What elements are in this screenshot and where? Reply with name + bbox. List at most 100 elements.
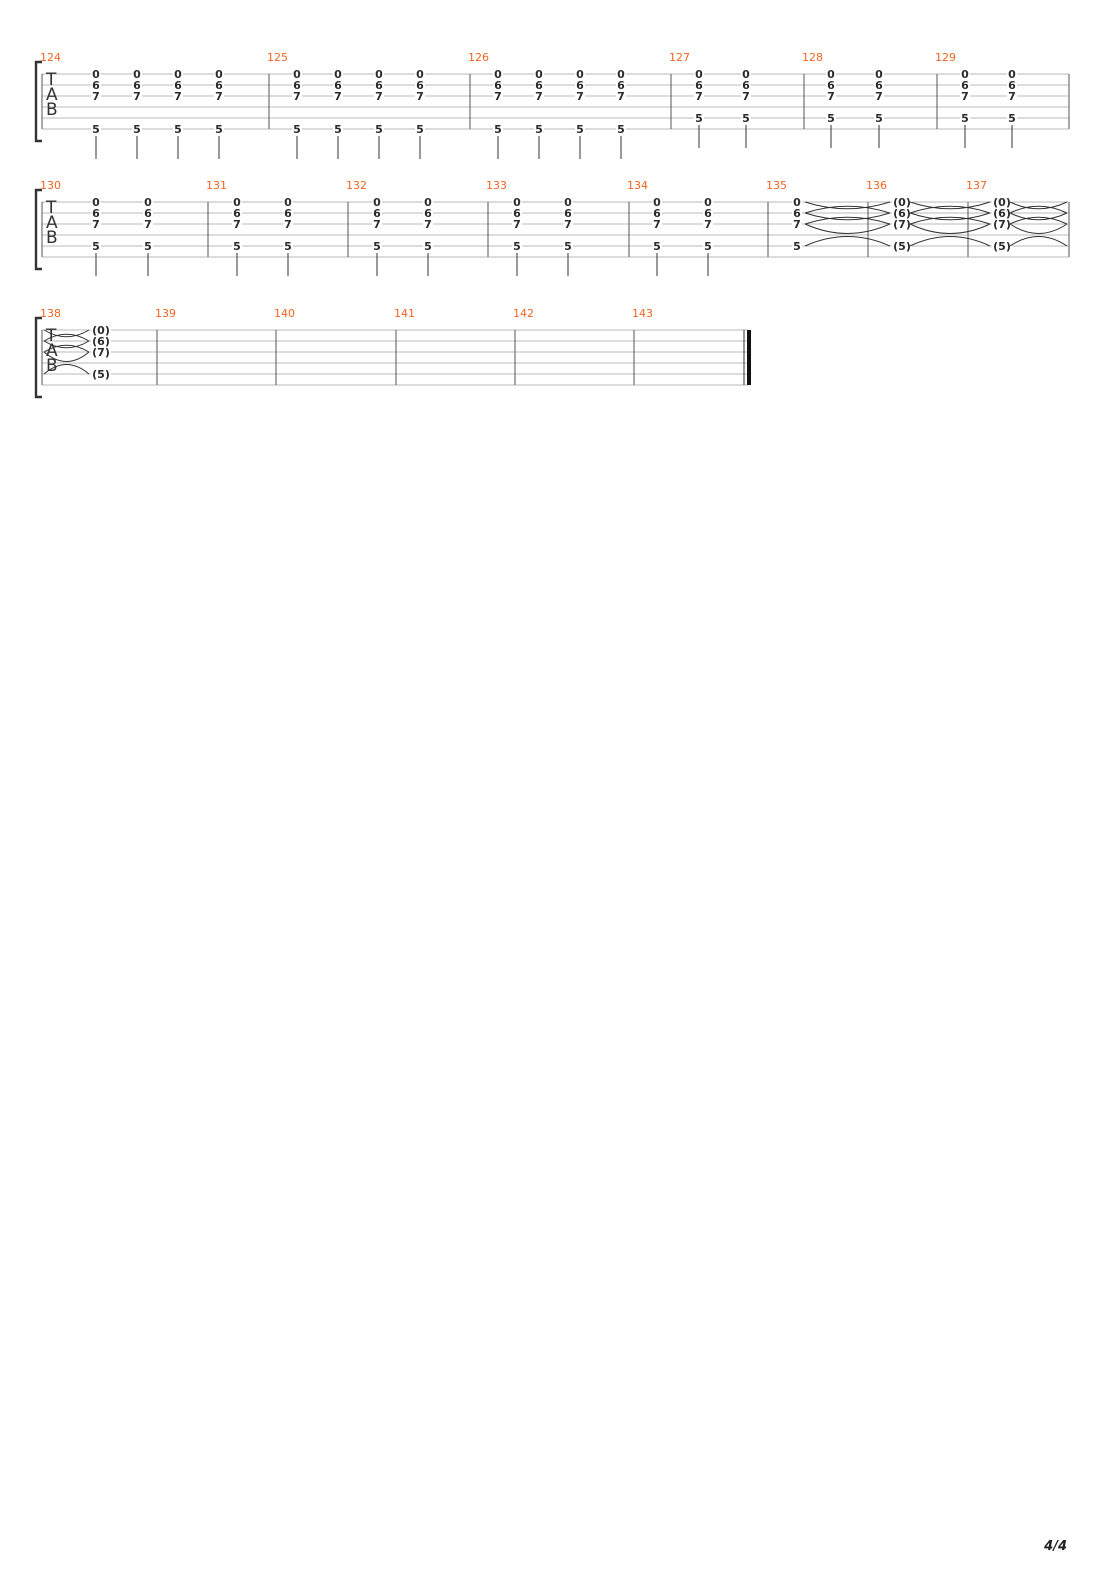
tab-clef-a: A — [46, 85, 58, 105]
fret-number: 6 — [793, 207, 801, 220]
fret-number: (7) — [92, 346, 110, 359]
fret-mask — [1007, 113, 1017, 123]
fret-mask — [374, 124, 384, 134]
fret-mask — [694, 113, 704, 123]
fret-mask — [694, 91, 704, 101]
fret-mask — [493, 69, 503, 79]
fret-mask — [616, 80, 626, 90]
fret-mask — [91, 208, 101, 218]
fret-number: 7 — [233, 218, 241, 231]
fret-number: 5 — [513, 240, 521, 253]
fret-mask — [616, 91, 626, 101]
measure-number: 135 — [766, 179, 787, 192]
fret-number: (7) — [993, 218, 1011, 231]
fret-mask — [91, 369, 111, 379]
system-bracket — [34, 60, 42, 143]
fret-number: 5 — [827, 112, 835, 125]
fret-mask — [992, 219, 1012, 229]
fret-number: 7 — [695, 90, 703, 103]
tie-arc — [43, 351, 90, 362]
fret-mask — [423, 208, 433, 218]
fret-number: (6) — [92, 335, 110, 348]
measure-number: 131 — [206, 179, 227, 192]
fret-mask — [960, 69, 970, 79]
page-number: 4/4 — [1043, 1539, 1067, 1554]
fret-number: (0) — [92, 324, 110, 337]
fret-mask — [960, 113, 970, 123]
system-bracket — [34, 188, 42, 271]
fret-number: 0 — [233, 196, 241, 209]
fret-mask — [703, 219, 713, 229]
fret-number: 7 — [513, 218, 521, 231]
fret-number: 5 — [742, 112, 750, 125]
fret-number: 6 — [513, 207, 521, 220]
fret-mask — [960, 91, 970, 101]
fret-mask — [1007, 91, 1017, 101]
fret-number: 5 — [535, 123, 543, 136]
fret-number: 0 — [564, 196, 572, 209]
fret-mask — [91, 80, 101, 90]
fret-number: (6) — [993, 207, 1011, 220]
fret-number: 5 — [92, 240, 100, 253]
fret-number: (6) — [893, 207, 911, 220]
fret-number: 6 — [215, 79, 223, 92]
fret-number: 6 — [373, 207, 381, 220]
fret-number: 6 — [92, 207, 100, 220]
fret-number: 0 — [617, 68, 625, 81]
fret-mask — [132, 91, 142, 101]
fret-mask — [372, 197, 382, 207]
fret-mask — [575, 69, 585, 79]
fret-number: 7 — [92, 218, 100, 231]
fret-mask — [374, 91, 384, 101]
tie-arc — [909, 236, 991, 247]
measure-number: 139 — [155, 307, 176, 320]
fret-mask — [283, 219, 293, 229]
fret-mask — [173, 69, 183, 79]
fret-mask — [826, 91, 836, 101]
fret-mask — [960, 80, 970, 90]
fret-mask — [173, 91, 183, 101]
fret-mask — [575, 80, 585, 90]
fret-number: 6 — [535, 79, 543, 92]
tab-clef-b: B — [46, 100, 58, 120]
fret-mask — [563, 208, 573, 218]
fret-number: 5 — [416, 123, 424, 136]
fret-mask — [415, 124, 425, 134]
fret-number: 7 — [174, 90, 182, 103]
fret-mask — [694, 80, 704, 90]
fret-mask — [91, 325, 111, 335]
measure-number: 127 — [669, 51, 690, 64]
fret-number: 5 — [653, 240, 661, 253]
tie-arc — [909, 223, 991, 234]
fret-number: 0 — [704, 196, 712, 209]
fret-mask — [214, 80, 224, 90]
fret-number: 6 — [875, 79, 883, 92]
tie-arc — [804, 212, 891, 221]
fret-mask — [563, 219, 573, 229]
final-barline-thick — [747, 330, 751, 385]
fret-number: 5 — [373, 240, 381, 253]
fret-mask — [874, 69, 884, 79]
fret-mask — [232, 197, 242, 207]
fret-mask — [741, 113, 751, 123]
fret-mask — [892, 208, 912, 218]
fret-number: 5 — [334, 123, 342, 136]
fret-number: 7 — [293, 90, 301, 103]
fret-mask — [703, 241, 713, 251]
tie-arc — [43, 333, 90, 342]
fret-number: 7 — [284, 218, 292, 231]
fret-number: 5 — [284, 240, 292, 253]
fret-mask — [652, 197, 662, 207]
fret-mask — [703, 197, 713, 207]
fret-number: 7 — [875, 90, 883, 103]
fret-number: 6 — [961, 79, 969, 92]
fret-mask — [992, 208, 1012, 218]
fret-number: 0 — [961, 68, 969, 81]
fret-number: 7 — [704, 218, 712, 231]
fret-number: 7 — [375, 90, 383, 103]
fret-number: 0 — [695, 68, 703, 81]
fret-number: 6 — [1008, 79, 1016, 92]
tab-clef-b: B — [46, 356, 58, 376]
measure-number: 138 — [40, 307, 61, 320]
